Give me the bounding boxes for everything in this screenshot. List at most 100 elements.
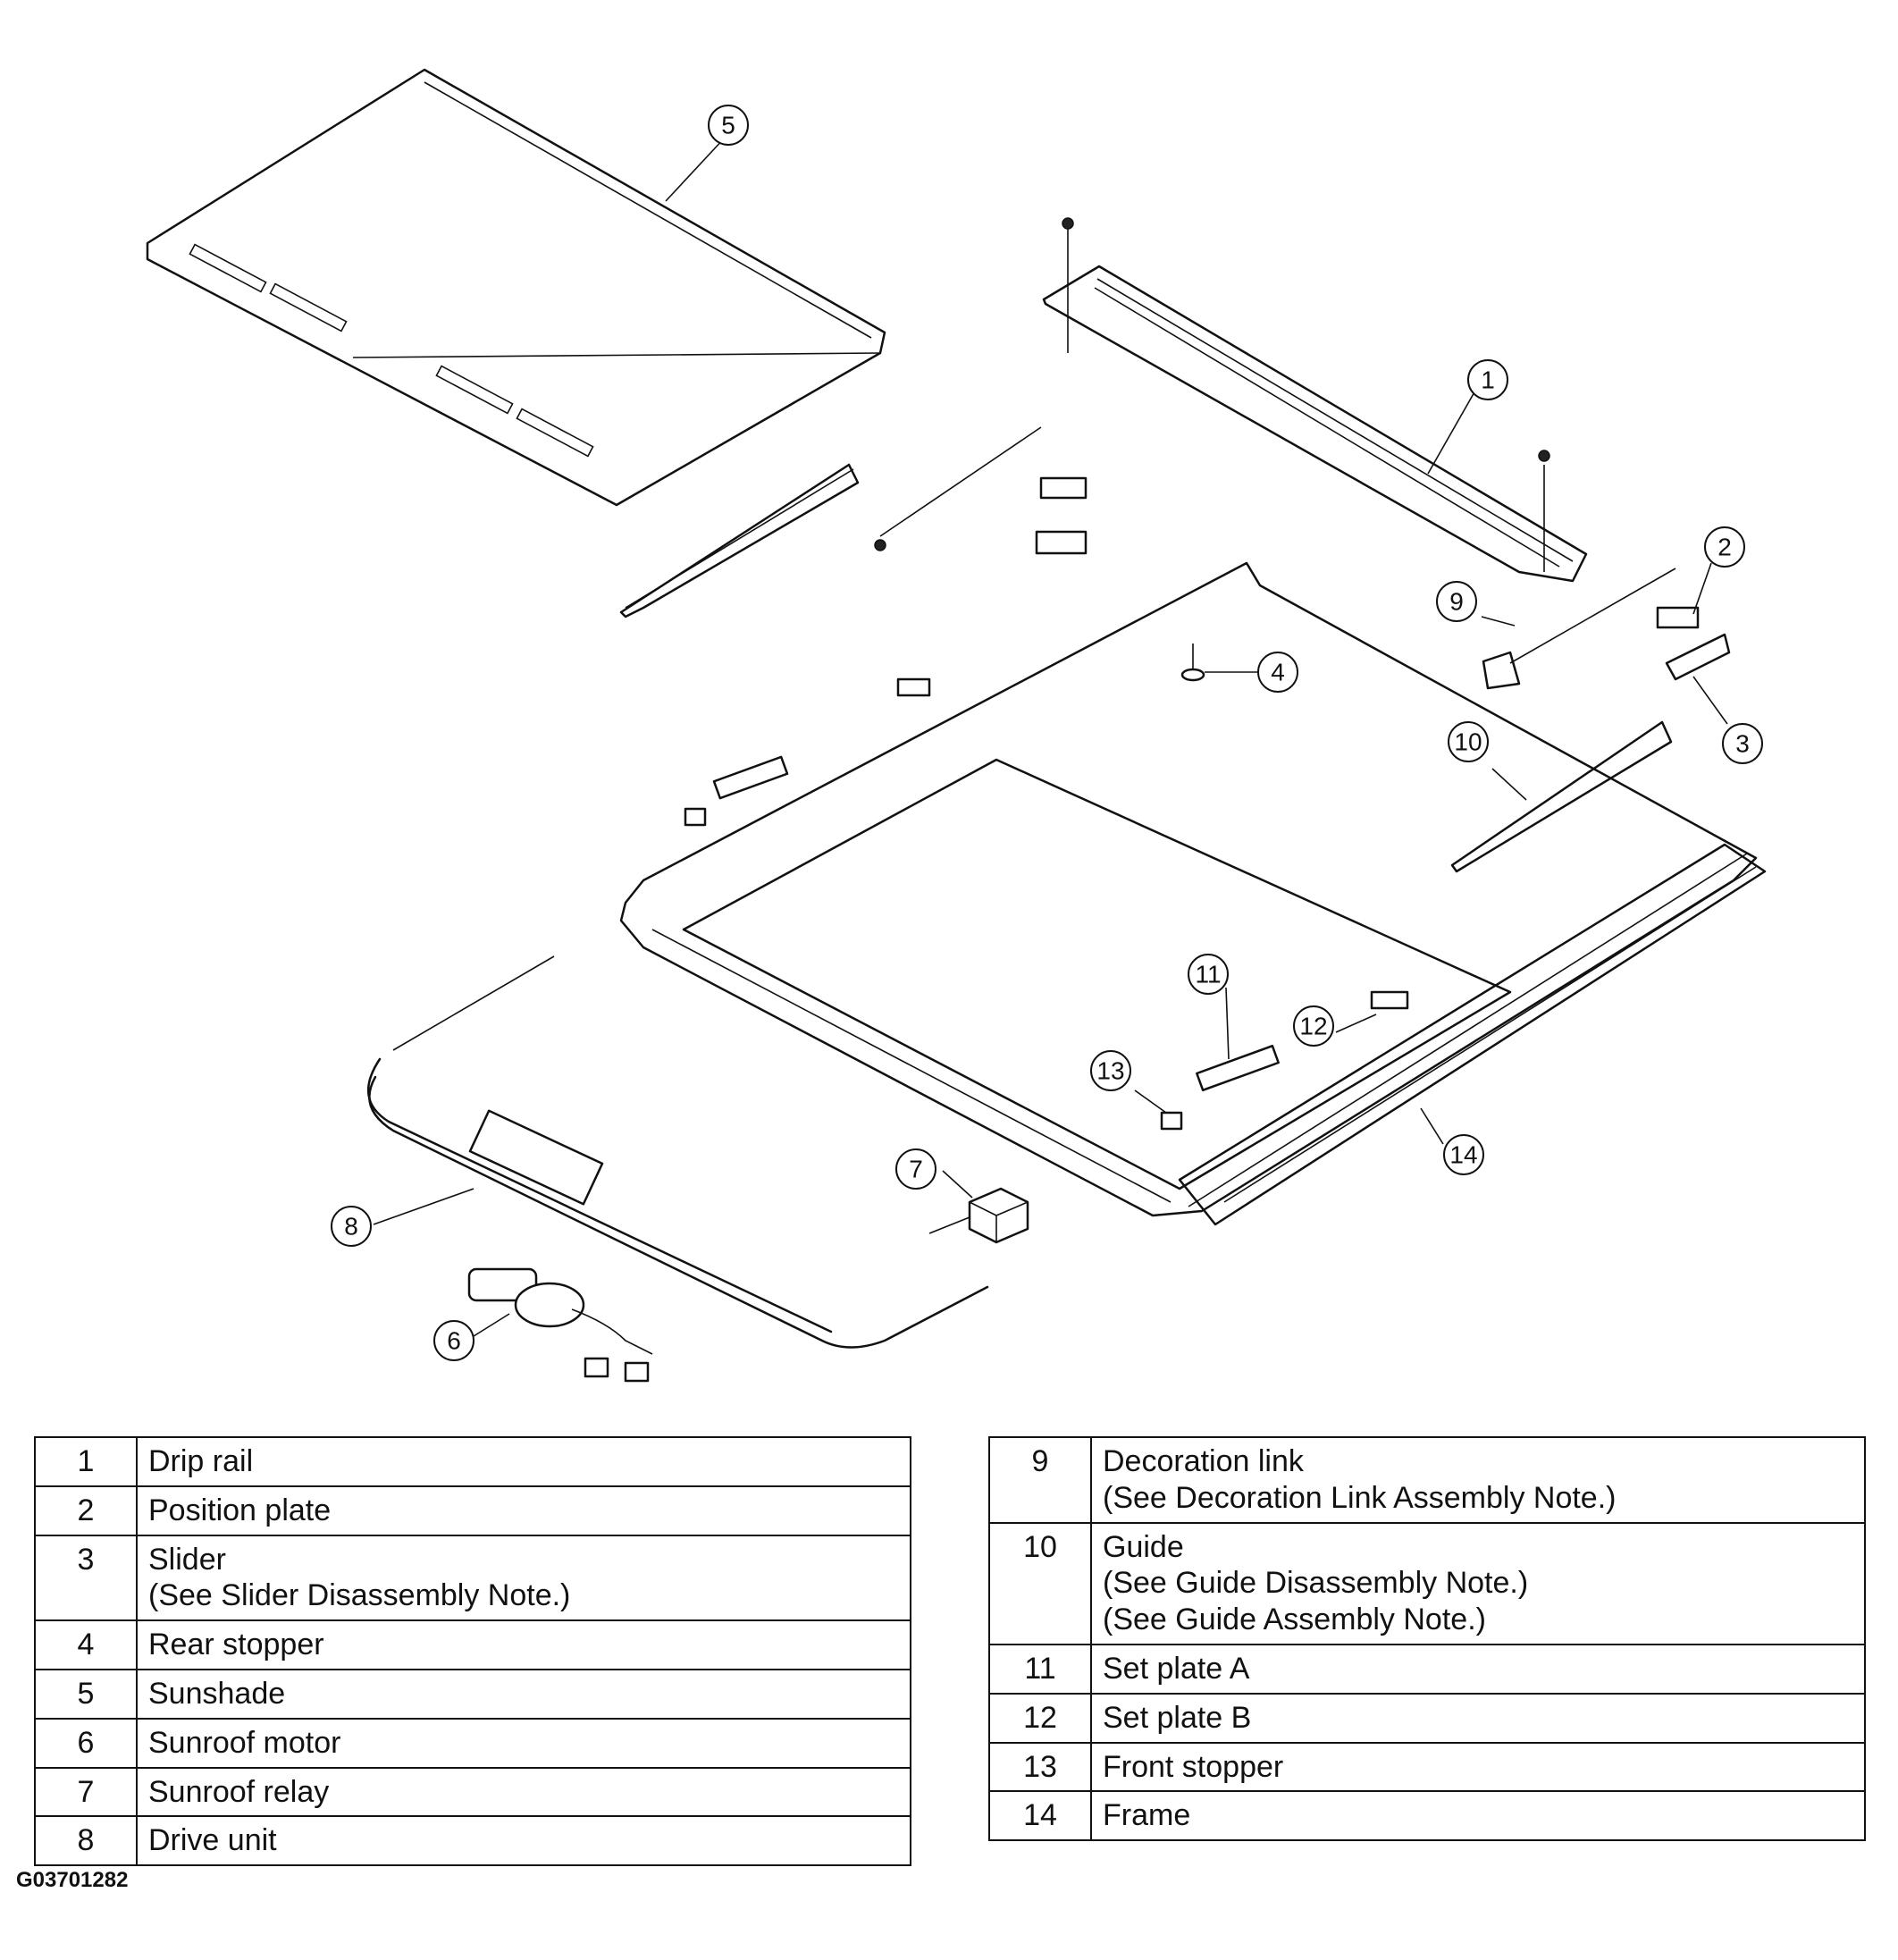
legend-row: 2 Position plate (34, 1485, 911, 1536)
legend-part-description: Front stopper (1090, 1741, 1866, 1793)
legend-row: 6 Sunroof motor (34, 1717, 911, 1769)
diagram-code: G03701282 (16, 1868, 129, 1892)
legend-row: 11 Set plate A (988, 1643, 1866, 1695)
exploded-view-diagram: 1 2 3 4 5 6 7 8 9 10 11 12 13 14 (146, 68, 1767, 1383)
callout-4: 4 (1257, 652, 1298, 693)
legend-row: 7 Sunroof relay (34, 1766, 911, 1818)
legend-part-number: 7 (34, 1766, 138, 1818)
legend-part-description: Position plate (136, 1485, 911, 1536)
callout-9-number: 9 (1449, 588, 1464, 616)
legend-part-description: Set plate A (1090, 1643, 1866, 1695)
legend-part-name: Rear stopper (148, 1628, 324, 1662)
legend-part-name: Slider (148, 1542, 226, 1577)
callout-14: 14 (1443, 1134, 1484, 1175)
legend-row: 1 Drip rail (34, 1436, 911, 1487)
legend-part-number: 14 (988, 1790, 1092, 1842)
legend-row: 14 Frame (988, 1790, 1866, 1842)
callout-4-number: 4 (1271, 659, 1285, 686)
callout-7-number: 7 (909, 1156, 923, 1183)
legend-part-name: Position plate (148, 1493, 332, 1527)
callout-3: 3 (1722, 723, 1763, 764)
callout-2: 2 (1704, 526, 1745, 568)
legend-part-description: Sunroof motor (136, 1717, 911, 1769)
legend-part-name: Frame (1103, 1798, 1191, 1833)
legend-part-name: Decoration link (1103, 1444, 1304, 1478)
callout-8-number: 8 (344, 1213, 358, 1241)
legend-part-number: 13 (988, 1741, 1092, 1793)
legend-part-note: (See Guide Assembly Note.) (1103, 1602, 1486, 1637)
legend-part-name: Drive unit (148, 1823, 277, 1858)
callout-10: 10 (1448, 721, 1489, 762)
sunroof-relay-part (968, 1187, 1029, 1244)
callout-10-number: 10 (1454, 728, 1482, 756)
legend-part-description: Drive unit (136, 1815, 911, 1867)
legend-part-description: Sunroof relay (136, 1766, 911, 1818)
legend-part-number: 8 (34, 1815, 138, 1867)
legend-part-name: Sunroof motor (148, 1725, 341, 1760)
legend-part-note: (See Slider Disassembly Note.) (148, 1578, 571, 1613)
legend-part-name: Guide (1103, 1529, 1184, 1564)
left-guide-rail (619, 217, 1088, 618)
legend-part-description: Guide(See Guide Disassembly Note.)(See G… (1090, 1521, 1866, 1645)
legend-part-name: Set plate A (1103, 1651, 1250, 1686)
legend-part-description: Decoration link(See Decoration Link Asse… (1090, 1436, 1866, 1524)
callout-2-number: 2 (1717, 534, 1732, 561)
legend-part-description: Drip rail (136, 1436, 911, 1487)
legend-part-number: 5 (34, 1668, 138, 1720)
drive-unit-part (366, 955, 1020, 1349)
callout-5: 5 (708, 105, 749, 146)
callout-14-number: 14 (1449, 1141, 1477, 1169)
legend-part-number: 3 (34, 1534, 138, 1622)
legend-part-description: Frame (1090, 1790, 1866, 1842)
legend-part-description: Rear stopper (136, 1619, 911, 1670)
legend-part-note: (See Decoration Link Assembly Note.) (1103, 1480, 1617, 1515)
sunroof-motor-part (467, 1267, 653, 1383)
stoppers-and-plates (684, 644, 1409, 1131)
legend-part-name: Drip rail (148, 1444, 254, 1478)
legend-row: 5 Sunshade (34, 1668, 911, 1720)
drip-rail-part (1042, 265, 1588, 583)
legend-row: 13 Front stopper (988, 1741, 1866, 1793)
legend-part-name: Front stopper (1103, 1749, 1284, 1784)
callout-6-number: 6 (447, 1327, 461, 1355)
callout-6: 6 (433, 1320, 474, 1361)
legend-row: 4 Rear stopper (34, 1619, 911, 1670)
frame-part (619, 561, 1767, 1226)
callout-12: 12 (1293, 1005, 1334, 1047)
sunshade-part (146, 68, 886, 507)
callout-5-number: 5 (721, 112, 735, 139)
callout-13-number: 13 (1096, 1057, 1124, 1085)
legend-part-description: Sunshade (136, 1668, 911, 1720)
legend-part-number: 12 (988, 1692, 1092, 1744)
callout-1-number: 1 (1481, 366, 1495, 394)
callout-11-number: 11 (1195, 961, 1221, 988)
legend-part-name: Sunshade (148, 1676, 286, 1711)
callout-12-number: 12 (1299, 1013, 1327, 1040)
callout-9: 9 (1436, 581, 1477, 622)
legend-part-number: 9 (988, 1436, 1092, 1524)
legend-part-name: Set plate B (1103, 1700, 1252, 1735)
legend-part-number: 11 (988, 1643, 1092, 1695)
callout-11: 11 (1188, 954, 1229, 995)
leader-lines (373, 136, 1728, 1337)
legend-part-number: 6 (34, 1717, 138, 1769)
legend-part-note: (See Guide Disassembly Note.) (1103, 1566, 1529, 1601)
legend-part-number: 2 (34, 1485, 138, 1536)
legend-part-description: Slider(See Slider Disassembly Note.) (136, 1534, 911, 1622)
legend-part-number: 10 (988, 1521, 1092, 1645)
legend-part-number: 4 (34, 1619, 138, 1670)
callout-8: 8 (331, 1206, 372, 1247)
legend-row: 12 Set plate B (988, 1692, 1866, 1744)
legend-part-name: Sunroof relay (148, 1774, 330, 1809)
callout-1: 1 (1467, 359, 1508, 400)
callout-3-number: 3 (1735, 730, 1750, 758)
legend-part-number: 1 (34, 1436, 138, 1487)
legend-part-description: Set plate B (1090, 1692, 1866, 1744)
